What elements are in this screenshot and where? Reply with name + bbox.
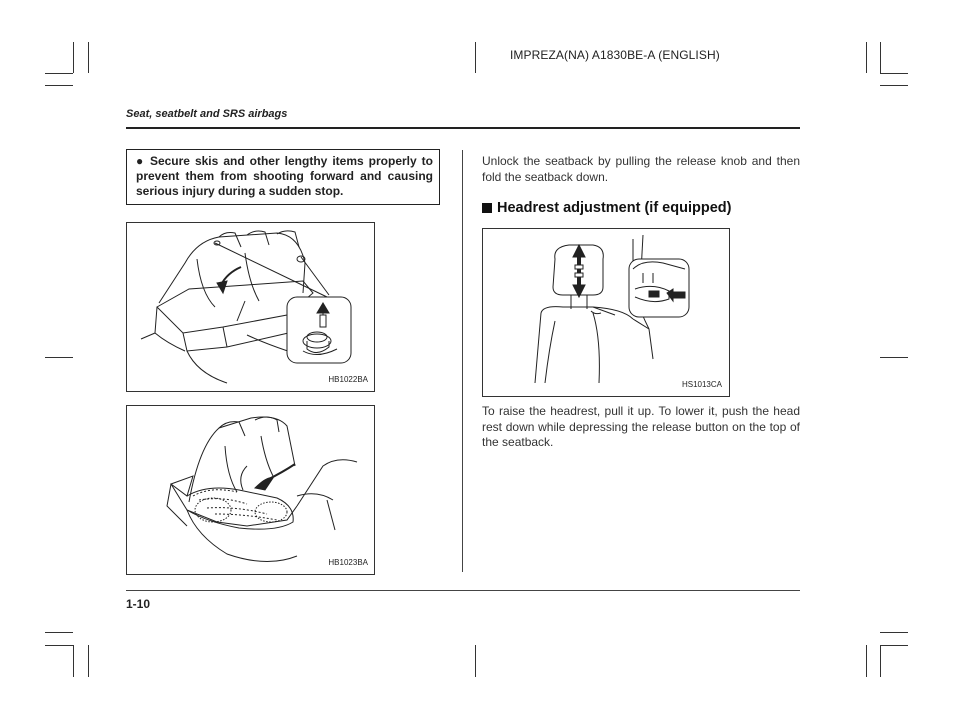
crop-mark: [73, 42, 74, 73]
headrest-heading: Headrest adjustment (if equipped): [482, 200, 731, 216]
page-number: 1-10: [126, 597, 151, 611]
crop-mark: [880, 632, 908, 633]
figure-rear-seat-release: HB1022BA: [126, 222, 375, 392]
figure-code: HS1013CA: [681, 380, 722, 389]
column-divider: [462, 150, 463, 572]
crop-mark: [880, 42, 881, 73]
warning-bullet: ●: [136, 154, 145, 168]
heading-text: Headrest adjustment (if equipped): [497, 200, 732, 216]
section-title: Seat, seatbelt and SRS airbags: [126, 108, 288, 120]
crop-mark: [45, 357, 73, 358]
figure-headrest: HS1013CA: [482, 228, 730, 397]
seatback-folded-illustration: [166, 416, 358, 563]
crop-mark: [866, 42, 867, 73]
crop-mark: [880, 645, 881, 677]
figure-code: HB1022BA: [328, 375, 368, 384]
figure-seatback-folded: HB1023BA: [126, 405, 375, 575]
intro-paragraph: Unlock the seatback by pulling the relea…: [482, 154, 800, 184]
footer-rule: [126, 590, 800, 591]
crop-mark: [45, 645, 73, 646]
crop-mark: [880, 357, 908, 358]
headrest-illustration: [534, 234, 690, 384]
crop-mark: [73, 645, 74, 677]
crop-mark: [45, 85, 73, 86]
crop-mark: [88, 42, 89, 73]
warning-box: ● Secure skis and other lengthy items pr…: [126, 149, 440, 205]
crop-mark: [880, 645, 908, 646]
rear-seat-release-illustration: [140, 230, 352, 384]
warning-text: Secure skis and other lengthy items prop…: [136, 154, 434, 198]
headrest-paragraph: To raise the headrest, pull it up. To lo…: [482, 404, 800, 449]
figure-code: HB1023BA: [328, 558, 368, 567]
heading-marker: [482, 203, 492, 213]
crop-mark: [880, 85, 908, 86]
crop-mark: [866, 645, 867, 677]
crop-mark: [45, 632, 73, 633]
crop-mark: [45, 73, 73, 74]
crop-mark: [88, 645, 89, 677]
crop-mark: [880, 73, 908, 74]
crop-mark: [475, 645, 476, 677]
crop-mark: [475, 42, 476, 73]
document-code: IMPREZA(NA) A1830BE-A (ENGLISH): [510, 48, 720, 62]
header-rule: [126, 127, 800, 129]
